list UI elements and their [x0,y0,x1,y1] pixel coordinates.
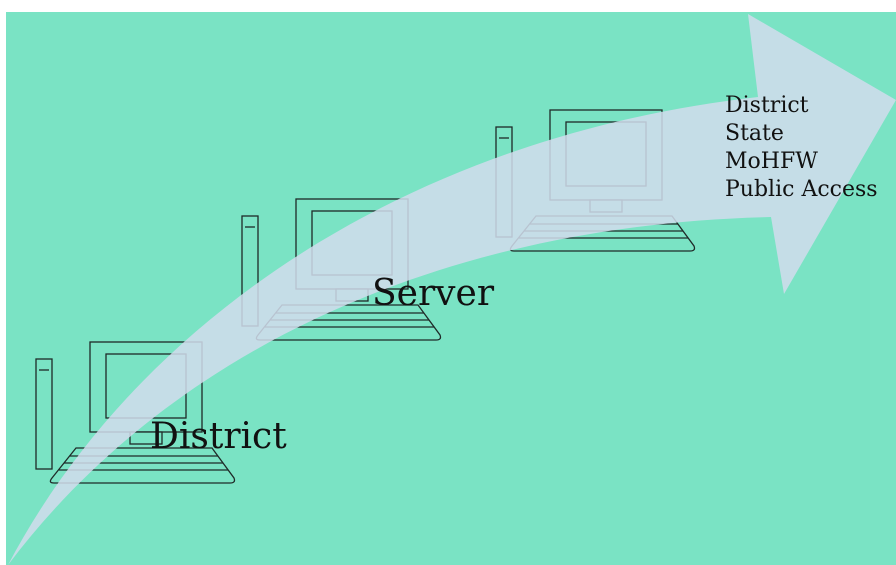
stand [129,431,163,445]
slide-canvas: District Server District State MoHFW Pub… [6,12,896,565]
access-level-item: District [725,93,809,118]
flow-diagram [6,12,896,565]
tower [35,358,53,470]
access-level-item: Public Access [725,177,878,202]
access-level-item: MoHFW [725,149,818,174]
access-level-item: State [725,121,784,146]
access-level-list: District State MoHFW Public Access [725,92,878,204]
district-label: District [150,416,287,457]
flow-arrow [8,14,896,565]
server-label: Server [372,273,495,314]
